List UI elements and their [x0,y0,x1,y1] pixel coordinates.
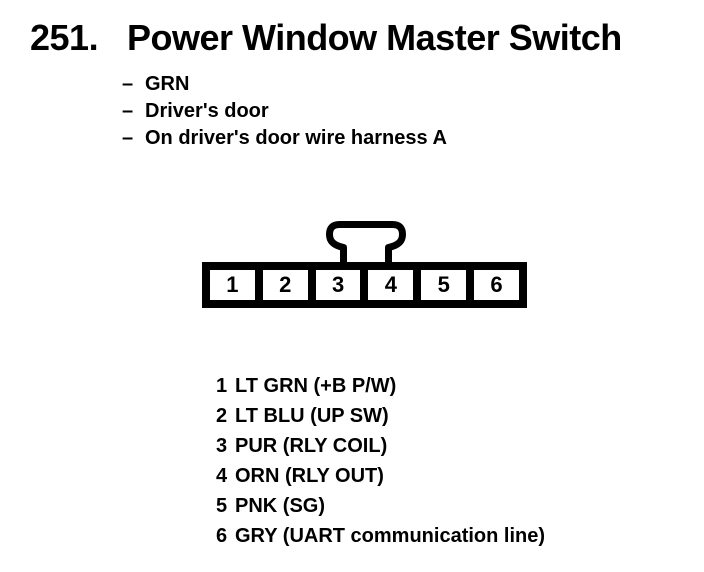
connector-cavity-3: 3 [315,270,361,300]
connector-cavity-4: 4 [368,270,414,300]
pin-legend: 1 LT GRN (+B P/W) 2 LT BLU (UP SW) 3 PUR… [216,371,545,551]
pin-label: GRY (UART communication line) [235,525,546,547]
list-item: – Driver's door [122,98,447,125]
dash-bullet: – [122,73,134,95]
pin-label: LT BLU (UP SW) [235,405,389,427]
dash-bullet: – [122,100,134,122]
connector-lock-tab-icon [326,221,406,269]
pin-number: 3 [216,435,228,457]
section-title-text: Power Window Master Switch [127,17,622,58]
page-title: 251. Power Window Master Switch [30,18,622,58]
note-text: Driver's door [145,100,269,122]
connector-cavity-1: 1 [210,270,255,300]
note-text: On driver's door wire harness A [145,127,447,149]
pin-legend-row: 1 LT GRN (+B P/W) [216,371,545,401]
note-list: – GRN – Driver's door – On driver's door… [122,71,447,152]
pin-number: 2 [216,405,228,427]
connector-cavity-5: 5 [421,270,467,300]
pin-legend-row: 3 PUR (RLY COIL) [216,431,545,461]
list-item: – GRN [122,71,447,98]
pin-label: PUR (RLY COIL) [235,435,388,457]
list-item: – On driver's door wire harness A [122,125,447,152]
pin-legend-row: 2 LT BLU (UP SW) [216,401,545,431]
note-text: GRN [145,73,190,95]
connector-cavity-2: 2 [262,270,308,300]
pin-legend-row: 4 ORN (RLY OUT) [216,461,545,491]
pin-number: 4 [216,465,228,487]
pin-legend-row: 6 GRY (UART communication line) [216,521,545,551]
connector-body: 1 2 3 4 5 6 [202,262,527,308]
pin-number: 6 [216,525,228,547]
pin-number: 5 [216,495,228,517]
pin-number: 1 [216,375,228,397]
pin-legend-row: 5 PNK (SG) [216,491,545,521]
dash-bullet: – [122,127,134,149]
pin-label: PNK (SG) [235,495,325,517]
pin-label: ORN (RLY OUT) [235,465,384,487]
section-number: 251. [30,17,99,58]
pin-label: LT GRN (+B P/W) [235,375,397,397]
connector-cavity-6: 6 [474,270,519,300]
